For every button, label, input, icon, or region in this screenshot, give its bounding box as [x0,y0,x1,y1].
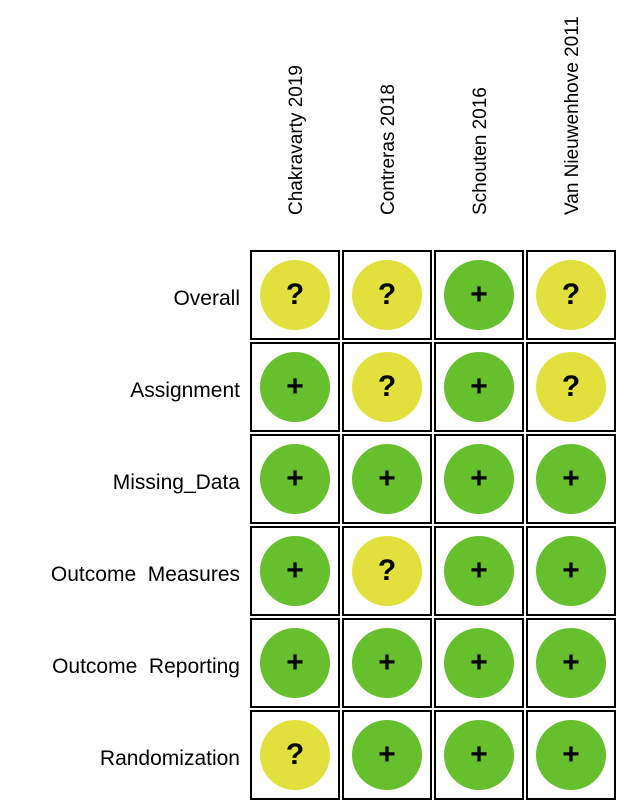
unclear-risk-dot: ? [536,352,606,422]
column-header: Chakravarty 2019 [277,0,317,245]
low-risk-dot: + [260,628,330,698]
grid-cell: + [342,710,432,800]
unclear-risk-dot: ? [260,260,330,330]
low-risk-dot: + [260,444,330,514]
column-header-label: Van Nieuwenhove 2011 [562,16,583,215]
low-risk-dot: + [260,352,330,422]
grid-cell: + [342,434,432,524]
grid-cell: + [526,526,616,616]
grid-cell: ? [250,710,340,800]
grid-cell: + [250,434,340,524]
low-risk-dot: + [444,720,514,790]
grid-cell: + [526,434,616,524]
row-label: Outcome Measures [50,563,240,586]
low-risk-dot: + [444,444,514,514]
column-header-label: Contreras 2018 [378,84,399,215]
low-risk-dot: + [444,260,514,330]
low-risk-dot: + [536,720,606,790]
grid-cell: + [434,526,524,616]
low-risk-dot: + [536,628,606,698]
row-label: Assignment [130,379,240,402]
grid-cell: + [526,618,616,708]
low-risk-dot: + [444,536,514,606]
grid-cell: + [434,434,524,524]
low-risk-dot: + [444,352,514,422]
unclear-risk-dot: ? [260,720,330,790]
grid-cell: ? [342,526,432,616]
low-risk-dot: + [444,628,514,698]
row-label: Missing_Data [112,471,240,494]
low-risk-dot: + [352,628,422,698]
grid-cell: + [250,526,340,616]
grid-cell: + [342,618,432,708]
grid-cell: ? [342,342,432,432]
unclear-risk-dot: ? [536,260,606,330]
grid-cell: ? [526,342,616,432]
grid-cell: + [434,618,524,708]
low-risk-dot: + [352,720,422,790]
column-header: Contreras 2018 [369,0,409,245]
grid-cell: + [526,710,616,800]
grid-cell: + [434,710,524,800]
low-risk-dot: + [536,444,606,514]
unclear-risk-dot: ? [352,536,422,606]
grid-cell: ? [342,250,432,340]
low-risk-dot: + [260,536,330,606]
unclear-risk-dot: ? [352,260,422,330]
low-risk-dot: + [536,536,606,606]
grid-cell: + [250,618,340,708]
column-header-label: Schouten 2016 [470,87,491,215]
column-header: Van Nieuwenhove 2011 [553,0,593,245]
unclear-risk-dot: ? [352,352,422,422]
low-risk-dot: + [352,444,422,514]
row-label: Overall [173,287,240,310]
grid-cell: ? [526,250,616,340]
row-label: Outcome Reporting [52,655,240,678]
column-header: Schouten 2016 [461,0,501,245]
column-header-label: Chakravarty 2019 [286,65,307,215]
grid-cell: + [250,342,340,432]
grid-cell: ? [250,250,340,340]
risk-of-bias-grid: ?? +? +? +? + + + + +? + + + + + +? + + + [250,250,620,802]
grid-cell: + [434,250,524,340]
row-label: Randomization [99,747,240,770]
grid-cell: + [434,342,524,432]
